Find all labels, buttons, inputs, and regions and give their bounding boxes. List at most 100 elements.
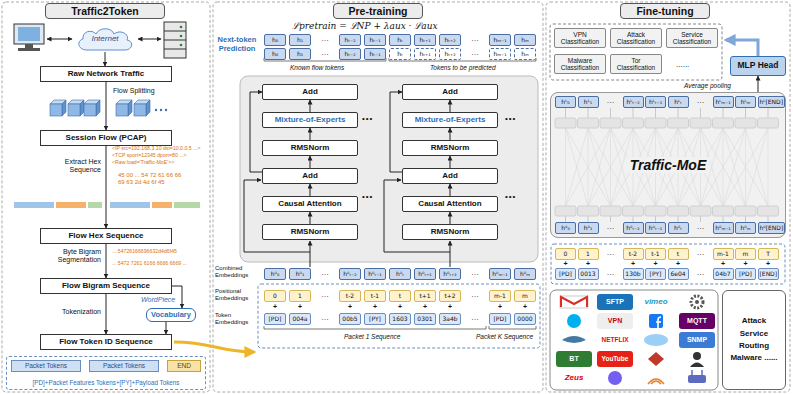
connector [106,82,107,130]
ellipsis: … [464,290,486,302]
node-text: Packet Tokens [25,362,67,369]
token-chip: hₜ [389,34,411,46]
task-box: Tor Classification [610,54,662,74]
ellipsis: ...... [676,60,689,69]
plus-sign: + [514,302,536,312]
packet-field-text: <Raw load='Traffic-MoE'>> [112,160,174,166]
server-icon [164,31,186,32]
residual-line [384,180,450,252]
model-internals [566,128,589,206]
model-internals [690,118,711,128]
mlp-head: MLP Head [730,56,786,76]
app-logo: VPN [597,313,633,329]
position-chip: t [389,290,411,302]
node-text: Add [442,87,458,96]
position-chip: t+2 [439,290,461,302]
model-internals [668,118,689,128]
bracket-label: Known flow tokens [290,64,344,71]
connector [105,52,106,66]
token-chip: [PY] [364,313,386,325]
bracket-label: Packet 1 Sequence [344,333,400,340]
token-chip: h⁰ₜ₋₁ [645,222,666,234]
app-logo: vimeo [638,294,674,310]
plus-sign: + [289,302,311,312]
token-chip: h⁰ₘ₋₁ [713,222,734,234]
layer-box: RMSNorm [262,224,358,240]
node-text: Service Classification [670,31,714,46]
app-icon [567,314,581,328]
process-box: Flow Hex Sequence [40,228,172,244]
embedding-frame [258,284,540,348]
token-chip: hᴸₜ₋₁ [645,96,666,108]
model-internals [768,128,769,206]
model-internals [565,108,566,118]
model-box: Traffic-MoE [550,92,786,238]
token-chip: hᴸ₀ [555,96,576,108]
node-text: Pre-training [349,5,408,17]
connector [450,100,451,112]
token-chip: 3a4b [439,313,461,325]
plus-sign: + [439,302,461,312]
model-internals [735,206,756,216]
ellipsis: ••• [505,114,516,123]
ellipsis: … [464,268,486,280]
connector [106,244,107,278]
token-chip: h⁰ₘ [514,268,536,280]
app-icon [560,296,588,308]
position-chip: 0 [555,248,576,260]
edge-label: WordPiece [140,296,176,304]
model-internals [633,108,634,118]
node-text: Flow Bigram Sequence [62,281,150,290]
token-chip: 130b [623,268,644,280]
ellipsis: … [464,313,486,325]
model-internals [645,118,666,128]
node-text: Flow Hex Sequence [68,231,143,240]
residual-line [450,241,451,267]
packet-field-text: <IP src=192.168.3.10 dst=10.0.0.5 ...> [112,146,200,152]
panel-title: Traffic2Token [45,3,165,19]
token-chip: 0000 [514,313,536,325]
computer-icon [25,44,33,48]
token-chip: hₜ₊₂ [439,34,461,46]
task-box: VPN Classification [554,28,606,48]
edge-label: Byte Bigram Segmentation [30,248,102,264]
residual-line [310,241,311,267]
position-chip: 1 [289,290,311,302]
model-internals [758,206,779,216]
token-chip: h⁰ₜ [389,268,411,280]
model-internals [610,108,611,118]
app-icon [656,317,661,328]
handoff-arrow [174,342,254,352]
token-chip: h⁰ₘ [735,222,756,234]
token-chip: h⁰₁ [289,268,311,280]
layer-box: Add [402,84,498,100]
model-internals [713,206,734,216]
row-label: Combined Embeddings [215,265,257,279]
app-icon [648,379,664,384]
model-internals [713,118,734,128]
panel-title: Pre-training [333,3,423,19]
model-internals [655,108,656,118]
model-internals [565,128,566,206]
ellipsis: … [464,34,486,46]
token-chip: 00b5 [339,313,361,325]
plus-sign: + [389,302,411,312]
plus-sign: + [489,302,511,312]
app-logo: BT [556,351,592,367]
model-internals [735,118,756,128]
bigram-text: ... 54726166696632d4d6f45 [112,249,177,255]
node-text: Mixture-of-Experts [275,115,346,124]
plus-sign: + [364,302,386,312]
model-internals [578,206,599,216]
token-chip: hₘ [514,34,536,46]
token-chip: 1603 [389,313,411,325]
node-text: Internet [91,34,118,43]
hex-text: 69 63 2d 4d 6f 45 [118,179,165,186]
token-chip: h⁰₁ [578,222,599,234]
row-label: Positional Embeddings [215,288,257,302]
ellipsis: … [600,248,621,260]
token-chip: hₜ₋₂ [339,48,361,60]
model-internals [588,128,611,206]
token-chip: h₀ [264,48,286,60]
input-frame [551,244,785,284]
